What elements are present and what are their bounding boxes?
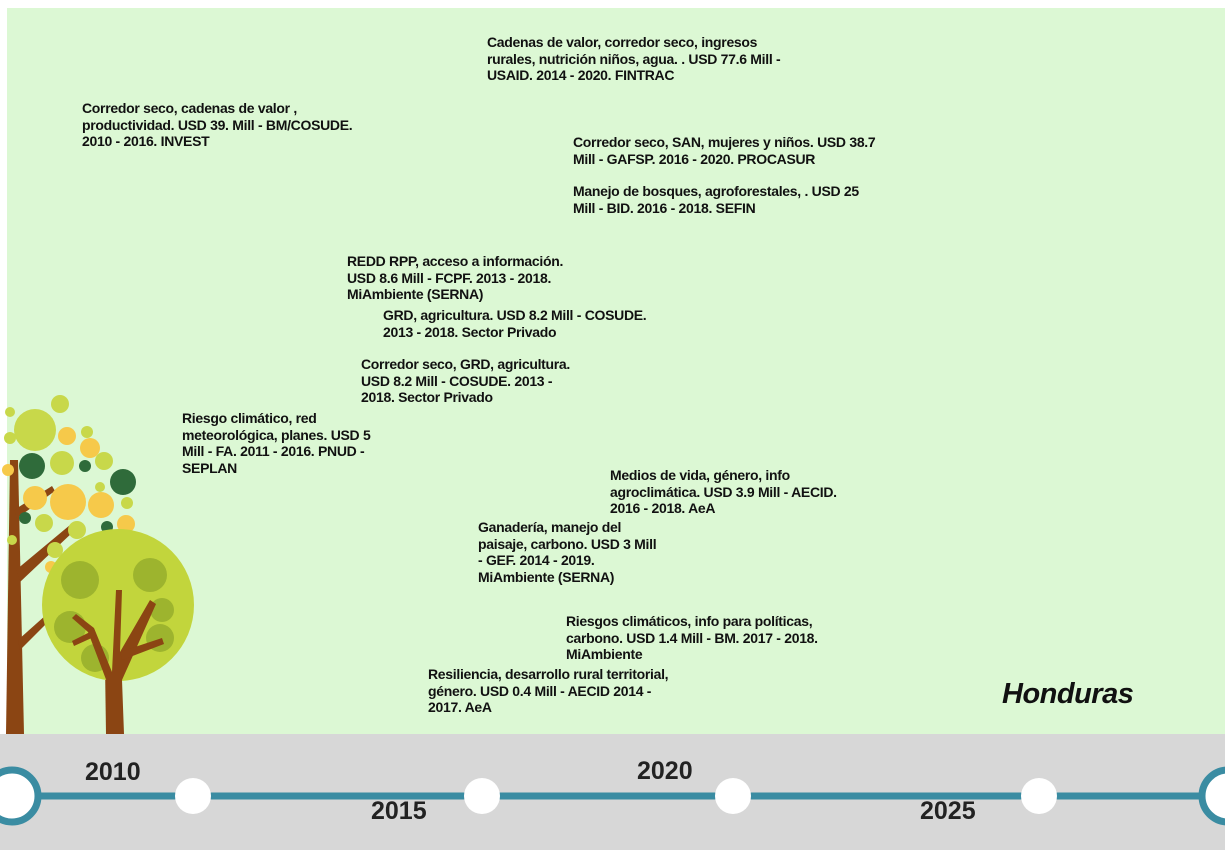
tree-illustration-icon [2,395,194,734]
timeline-node [1021,778,1057,814]
project-bm-riesgos: Riesgos climáticos, info para políticas,… [566,613,818,662]
project-invest: Corredor seco, cadenas de valor , produc… [82,100,353,149]
project-corredor-grd: Corredor seco, GRD, agricultura. USD 8.2… [361,356,571,405]
timeline-node [175,778,211,814]
timeline-node [715,778,751,814]
year-label-2025: 2025 [920,797,976,825]
green-background-panel [7,8,1225,734]
timeline-end-node [1198,766,1225,826]
project-redd: REDD RPP, acceso a información. USD 8.6 … [347,253,564,302]
timeline-start-node [0,766,42,826]
timeline-node [464,778,500,814]
project-aecid-medios: Medios de vida, género, info agroclimáti… [610,467,837,516]
country-title: Honduras [1002,678,1134,710]
project-fintrac: Cadenas de valor, corredor seco, ingreso… [487,34,781,83]
project-procasur: Corredor seco, SAN, mujeres y niños. USD… [573,134,876,167]
project-sefin: Manejo de bosques, agroforestales, . USD… [573,183,859,216]
project-pnud: Riesgo climático, red meteorológica, pla… [182,410,371,476]
year-label-2010: 2010 [85,758,141,786]
timeline-axis [0,766,1225,826]
project-gef: Ganadería, manejo del paisaje, carbono. … [478,519,657,585]
project-aecid-resiliencia: Resiliencia, desarrollo rural territoria… [428,666,669,715]
year-label-2020: 2020 [637,757,693,785]
year-label-2015: 2015 [371,797,427,825]
project-grd-agricultura: GRD, agricultura. USD 8.2 Mill - COSUDE.… [383,307,647,340]
